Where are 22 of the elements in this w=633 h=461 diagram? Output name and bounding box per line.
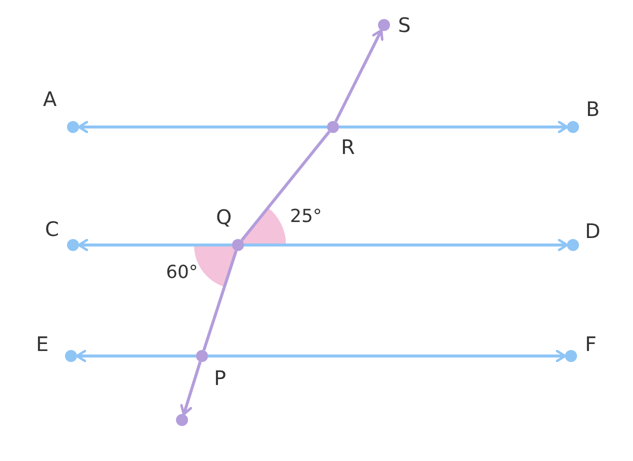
arrow: [76, 350, 196, 362]
point-label: S: [398, 15, 411, 35]
arrow: [180, 361, 202, 416]
point-label: Q: [216, 207, 232, 227]
angle-label: 60°: [166, 264, 198, 282]
point-label: R: [341, 137, 355, 157]
arrow: [78, 238, 232, 252]
point-label: F: [585, 334, 597, 354]
arrow: [339, 120, 568, 134]
arrow: [334, 29, 384, 122]
point-label: P: [214, 368, 226, 388]
point-label: B: [586, 99, 600, 119]
arrow: [244, 238, 568, 252]
point-label: C: [45, 219, 59, 239]
point-label: E: [36, 334, 49, 354]
angle-label: 25°: [290, 208, 322, 226]
line-segment: [240, 130, 330, 242]
arrow: [78, 120, 327, 134]
arrow: [208, 350, 566, 362]
point-label: A: [43, 89, 57, 109]
point-label: D: [585, 221, 600, 241]
line-segment: [202, 250, 238, 351]
